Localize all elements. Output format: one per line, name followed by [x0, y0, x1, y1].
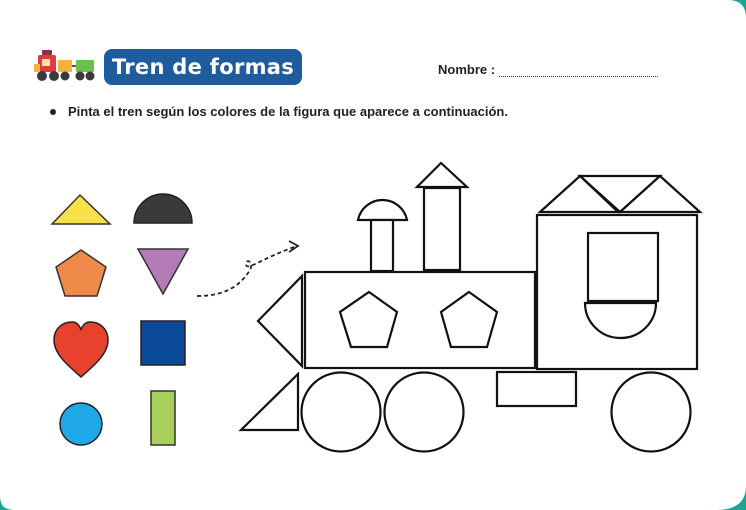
under-rectangle — [495, 370, 578, 408]
wheel-3 — [610, 371, 692, 453]
train-outline — [238, 161, 703, 453]
legend-yellow-triangle — [50, 193, 112, 225]
legend-green-rectangle — [150, 390, 176, 446]
train-body — [303, 270, 537, 370]
cabin-window — [586, 231, 660, 303]
legend-orange-pentagon — [55, 249, 107, 297]
wheel-2 — [383, 371, 465, 453]
legend-red-heart — [53, 321, 109, 379]
instruction-text: Pinta el tren según los colores de la fi… — [68, 104, 508, 119]
chimney — [422, 186, 462, 272]
corner-decoration-bottom-right — [716, 486, 746, 510]
arrow-head — [288, 240, 300, 253]
color-legend — [50, 193, 193, 446]
legend-cyan-circle — [59, 402, 103, 446]
body-pentagon-right — [439, 290, 499, 349]
chimney-triangle — [414, 161, 470, 189]
cabin-roof-right-triangle — [617, 174, 703, 214]
name-field[interactable]: Nombre : — [438, 57, 658, 77]
dashed-arrow — [196, 245, 298, 297]
legend-purple-triangle — [136, 248, 190, 296]
cowcatcher-triangle — [238, 371, 300, 432]
corner-decoration-top-right — [728, 0, 746, 18]
body-pentagon-left — [338, 290, 399, 349]
worksheet-title: Tren de formas — [104, 49, 302, 85]
bullet-point — [50, 108, 56, 115]
cabin-semicircle — [583, 301, 658, 340]
legend-blue-square — [140, 320, 186, 366]
front-triangle — [256, 273, 304, 369]
train-logo-icon — [34, 50, 95, 81]
name-line[interactable] — [499, 64, 658, 77]
wheel-1 — [300, 371, 382, 453]
dome-stem — [369, 218, 395, 273]
dome-semicircle — [356, 198, 409, 222]
instruction: Pinta el tren según los colores de la fi… — [50, 104, 650, 119]
corner-decoration-bottom-left — [0, 496, 14, 510]
name-label: Nombre : — [438, 62, 496, 77]
legend-black-semicircle — [133, 193, 193, 224]
